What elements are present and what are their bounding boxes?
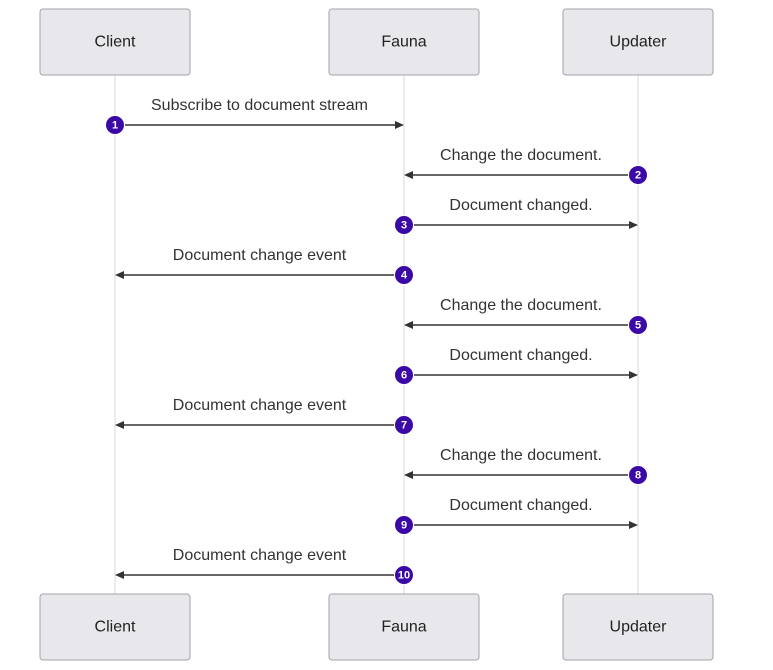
actor-label: Updater: [610, 619, 668, 636]
arrowhead-icon: [115, 571, 124, 579]
step-badge: 1: [105, 115, 125, 135]
message-label: Document changed.: [449, 197, 592, 214]
message-5: Change the document. 5: [404, 297, 648, 335]
step-badge-circle: [394, 215, 414, 235]
step-badge-circle: [628, 465, 648, 485]
message-10: Document change event 10: [115, 547, 414, 585]
step-badge-circle: [105, 115, 125, 135]
actor-label: Fauna: [381, 619, 426, 636]
actor-client-bottom: Client: [39, 593, 191, 661]
actor-box: [39, 8, 191, 76]
message-4: Document change event 4: [115, 247, 414, 285]
message-3: Document changed. 3: [394, 197, 638, 235]
message-label: Document change event: [173, 397, 347, 414]
step-badge: 9: [394, 515, 414, 535]
actor-client-top: Client: [39, 8, 191, 76]
step-badge: 10: [394, 565, 414, 585]
actor-label: Client: [95, 619, 136, 636]
arrowhead-icon: [115, 421, 124, 429]
step-number: 9: [401, 520, 407, 532]
arrowhead-icon: [404, 171, 413, 179]
actor-label: Client: [95, 34, 136, 51]
step-number: 8: [635, 470, 641, 482]
actor-fauna-top: Fauna: [328, 8, 480, 76]
arrowhead-icon: [395, 121, 404, 129]
step-badge: 6: [394, 365, 414, 385]
step-badge-circle: [394, 365, 414, 385]
step-number: 1: [112, 120, 118, 132]
step-number: 2: [635, 170, 641, 182]
arrowhead-icon: [629, 221, 638, 229]
arrowhead-icon: [629, 521, 638, 529]
actor-label: Updater: [610, 34, 668, 51]
step-badge-circle: [394, 265, 414, 285]
step-badge: 2: [628, 165, 648, 185]
step-number: 7: [401, 420, 407, 432]
message-2: Change the document. 2: [404, 147, 648, 185]
step-badge: 8: [628, 465, 648, 485]
message-1: Subscribe to document stream 1: [105, 97, 404, 135]
actor-box: [562, 593, 714, 661]
message-8: Change the document. 8: [404, 447, 648, 485]
arrowhead-icon: [404, 471, 413, 479]
actor-updater-bottom: Updater: [562, 593, 714, 661]
step-number: 3: [401, 220, 407, 232]
message-label: Document change event: [173, 547, 347, 564]
step-number: 6: [401, 370, 407, 382]
step-badge-circle: [394, 415, 414, 435]
actor-box: [562, 8, 714, 76]
message-label: Change the document.: [440, 297, 602, 314]
actor-updater-top: Updater: [562, 8, 714, 76]
actor-fauna-bottom: Fauna: [328, 593, 480, 661]
arrowhead-icon: [629, 371, 638, 379]
step-badge: 7: [394, 415, 414, 435]
actor-label: Fauna: [381, 34, 426, 51]
step-badge-circle: [394, 565, 414, 585]
step-badge: 3: [394, 215, 414, 235]
message-7: Document change event 7: [115, 397, 414, 435]
step-number: 5: [635, 320, 641, 332]
actors-bottom: Client Fauna Updater: [39, 593, 714, 661]
arrowhead-icon: [404, 321, 413, 329]
step-badge: 4: [394, 265, 414, 285]
message-label: Document changed.: [449, 347, 592, 364]
message-9: Document changed. 9: [394, 497, 638, 535]
step-number: 10: [398, 570, 410, 582]
step-number: 4: [401, 270, 408, 282]
arrowhead-icon: [115, 271, 124, 279]
actor-box: [328, 593, 480, 661]
message-label: Change the document.: [440, 447, 602, 464]
actor-box: [328, 8, 480, 76]
step-badge-circle: [628, 315, 648, 335]
actor-box: [39, 593, 191, 661]
message-label: Document changed.: [449, 497, 592, 514]
step-badge: 5: [628, 315, 648, 335]
message-label: Change the document.: [440, 147, 602, 164]
message-label: Subscribe to document stream: [151, 97, 368, 114]
message-label: Document change event: [173, 247, 347, 264]
step-badge-circle: [394, 515, 414, 535]
actors-top: Client Fauna Updater: [39, 8, 714, 76]
step-badge-circle: [628, 165, 648, 185]
message-6: Document changed. 6: [394, 347, 638, 385]
